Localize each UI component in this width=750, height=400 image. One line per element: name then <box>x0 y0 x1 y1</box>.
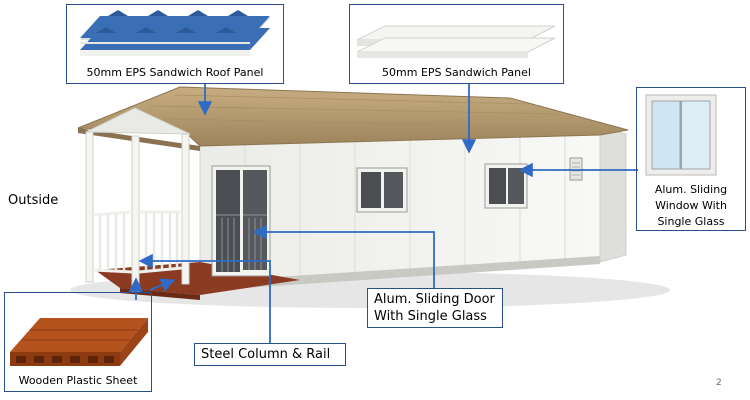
wooden-sheet-image <box>10 318 148 366</box>
outside-label: Outside <box>8 193 59 208</box>
arrow-wooden-sheet <box>149 278 176 292</box>
roof-panel-label: 50mm EPS Sandwich Roof Panel <box>86 66 264 79</box>
window-label-line1: Alum. Sliding <box>654 183 728 196</box>
porch-column-mid <box>131 135 140 293</box>
sandwich-panel-box <box>349 4 564 84</box>
roof-panel-box <box>66 4 284 84</box>
house-window-2 <box>484 163 528 209</box>
wooden-sheet-box <box>4 292 152 392</box>
arrow-column-rail <box>138 253 271 352</box>
roof-panel-image <box>80 10 270 56</box>
house-illustration <box>77 86 629 300</box>
porch-column-left <box>85 131 94 283</box>
house-gable <box>599 127 627 263</box>
porch-gable <box>85 107 191 135</box>
house-vent <box>569 157 583 181</box>
house-base <box>200 256 600 291</box>
door-label: Alum. Sliding Door With Single Glass <box>367 288 503 328</box>
porch-column-right <box>181 133 190 285</box>
sandwich-panel-label: 50mm EPS Sandwich Panel <box>382 66 531 79</box>
door-label-line1: Alum. Sliding Door <box>374 292 495 307</box>
window-label-line2: Window With <box>655 199 727 212</box>
door-label-line2: With Single Glass <box>374 309 487 324</box>
sliding-door <box>211 165 271 277</box>
window-box <box>636 87 746 231</box>
column-rail-label: Steel Column & Rail <box>194 343 346 366</box>
page-number: 2 <box>716 378 722 388</box>
house-window-1 <box>356 167 408 213</box>
window-label-line3: Single Glass <box>657 215 725 228</box>
window-label: Alum. Sliding Window With Single Glass <box>636 182 746 230</box>
wooden-sheet-label: Wooden Plastic Sheet <box>18 374 138 387</box>
window-image <box>645 94 717 176</box>
arrow-door <box>252 224 435 288</box>
callout-arrows <box>128 84 638 352</box>
sandwich-panel-image <box>356 25 556 58</box>
